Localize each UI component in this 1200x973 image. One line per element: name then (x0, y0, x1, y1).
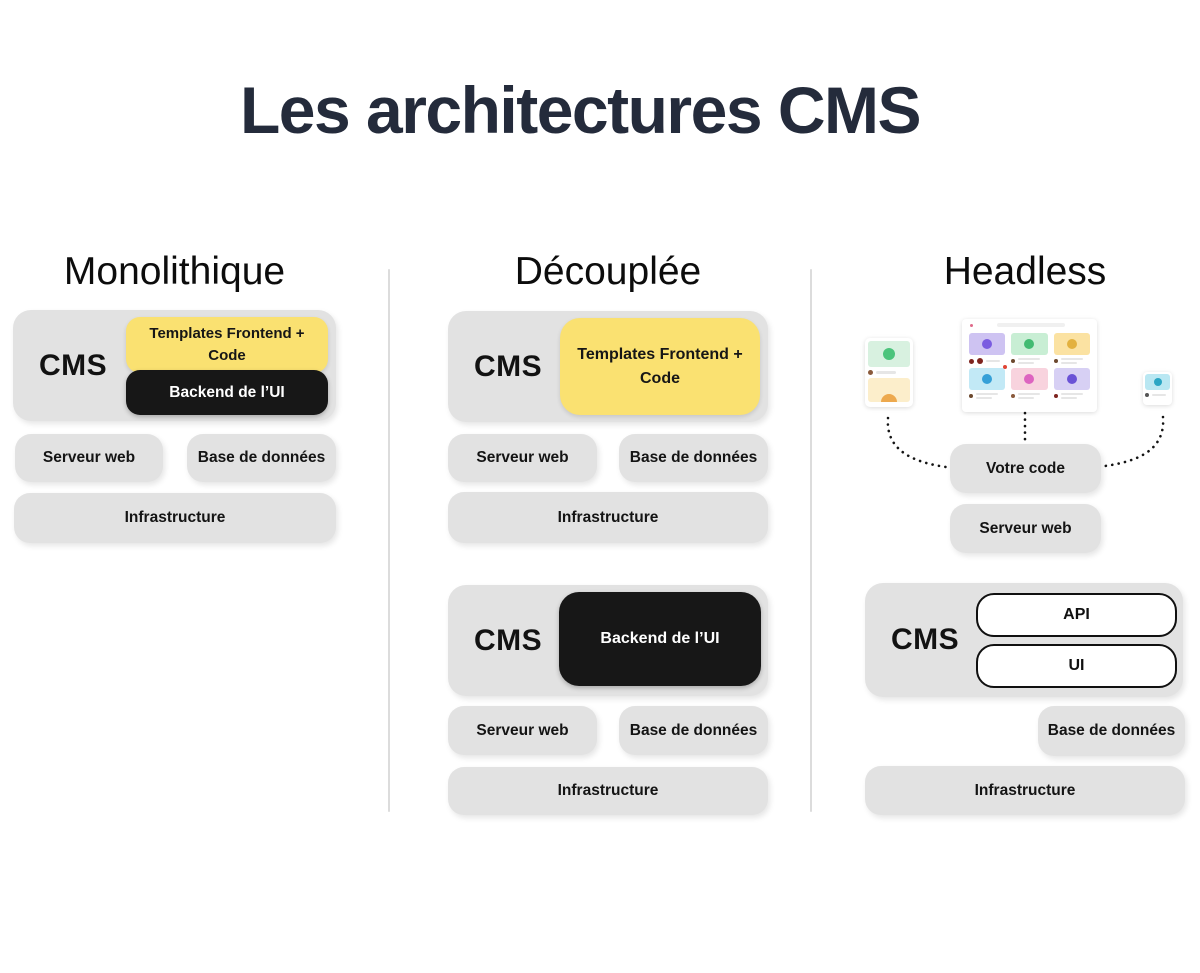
cms-label: CMS (891, 623, 960, 656)
base-donnees-box: Base de données (1038, 706, 1185, 756)
dashboard-card (969, 333, 1006, 364)
notification-dot (1003, 365, 1008, 369)
dashboard-card (1011, 368, 1048, 399)
dashboard-card (1053, 333, 1090, 364)
heading-monolithique: Monolithique (63, 250, 286, 293)
avatar (1011, 394, 1016, 398)
templates-frontend-box: Templates Frontend + Code (560, 318, 760, 415)
backend-ui-box: Backend de l’UI (126, 370, 328, 415)
half-circle-icon (881, 394, 897, 402)
avatar (969, 394, 973, 398)
connector-right (1103, 415, 1165, 468)
circle-icon (1066, 339, 1077, 349)
cms-label: CMS (39, 348, 108, 382)
cms-label: CMS (474, 349, 543, 383)
frontend-mockup-widget (1143, 372, 1172, 405)
heading-decouplee: Découplée (514, 250, 702, 293)
api-pill: API (976, 593, 1177, 637)
circle-icon (982, 374, 993, 384)
circle-icon (1153, 378, 1162, 386)
text-line (876, 371, 896, 374)
frontend-mockup-card (865, 338, 913, 407)
infrastructure-box: Infrastructure (865, 766, 1185, 815)
serveur-web-box: Serveur web (15, 434, 163, 482)
avatar (1011, 359, 1016, 363)
avatar (977, 358, 983, 364)
serveur-web-box: Serveur web (950, 504, 1101, 553)
page-title: Les architectures CMS (239, 73, 922, 147)
circle-icon (1024, 374, 1035, 384)
text-line (1152, 394, 1166, 396)
monolithique-cms-box: CMS Templates Frontend + Code Backend de… (13, 310, 336, 421)
infrastructure-box: Infrastructure (448, 767, 768, 815)
search-bar (997, 323, 1065, 327)
infrastructure-box: Infrastructure (14, 493, 336, 543)
connector-left (886, 416, 948, 469)
dashboard-card (969, 365, 1008, 399)
serveur-web-box: Serveur web (448, 706, 597, 755)
mockup-image-green (868, 341, 910, 367)
avatar (1145, 393, 1149, 397)
infrastructure-box: Infrastructure (448, 492, 768, 543)
base-donnees-box: Base de données (187, 434, 336, 482)
base-donnees-box: Base de données (619, 434, 768, 482)
text-line (986, 360, 1000, 362)
heading-headless: Headless (943, 250, 1107, 293)
avatar (1053, 359, 1058, 363)
base-donnees-box: Base de données (619, 706, 768, 755)
cms-label: CMS (474, 623, 543, 657)
circle-icon (883, 348, 895, 360)
circle-icon (1066, 374, 1077, 384)
frontend-mockup-dashboard (962, 319, 1097, 412)
votre-code-box: Votre code (950, 444, 1101, 493)
avatar (969, 358, 974, 364)
dashboard-card (1011, 333, 1048, 364)
column-divider-left (388, 269, 390, 812)
templates-frontend-box: Templates Frontend + Code (126, 317, 328, 373)
dot-icon (970, 324, 973, 327)
backend-ui-box: Backend de l’UI (559, 592, 761, 686)
decouplee-back-cms-box: CMS Backend de l’UI (448, 585, 768, 696)
avatar (1053, 394, 1058, 398)
circle-icon (982, 339, 993, 349)
decouplee-front-cms-box: CMS Templates Frontend + Code (448, 311, 768, 422)
ui-pill: UI (976, 644, 1177, 688)
column-divider-right (810, 269, 812, 812)
dashboard-card (1053, 368, 1090, 399)
avatar (868, 370, 873, 375)
serveur-web-box: Serveur web (448, 434, 597, 482)
mockup-image-yellow (868, 378, 910, 402)
headless-cms-box: CMS API UI (865, 583, 1183, 697)
circle-icon (1024, 339, 1035, 349)
